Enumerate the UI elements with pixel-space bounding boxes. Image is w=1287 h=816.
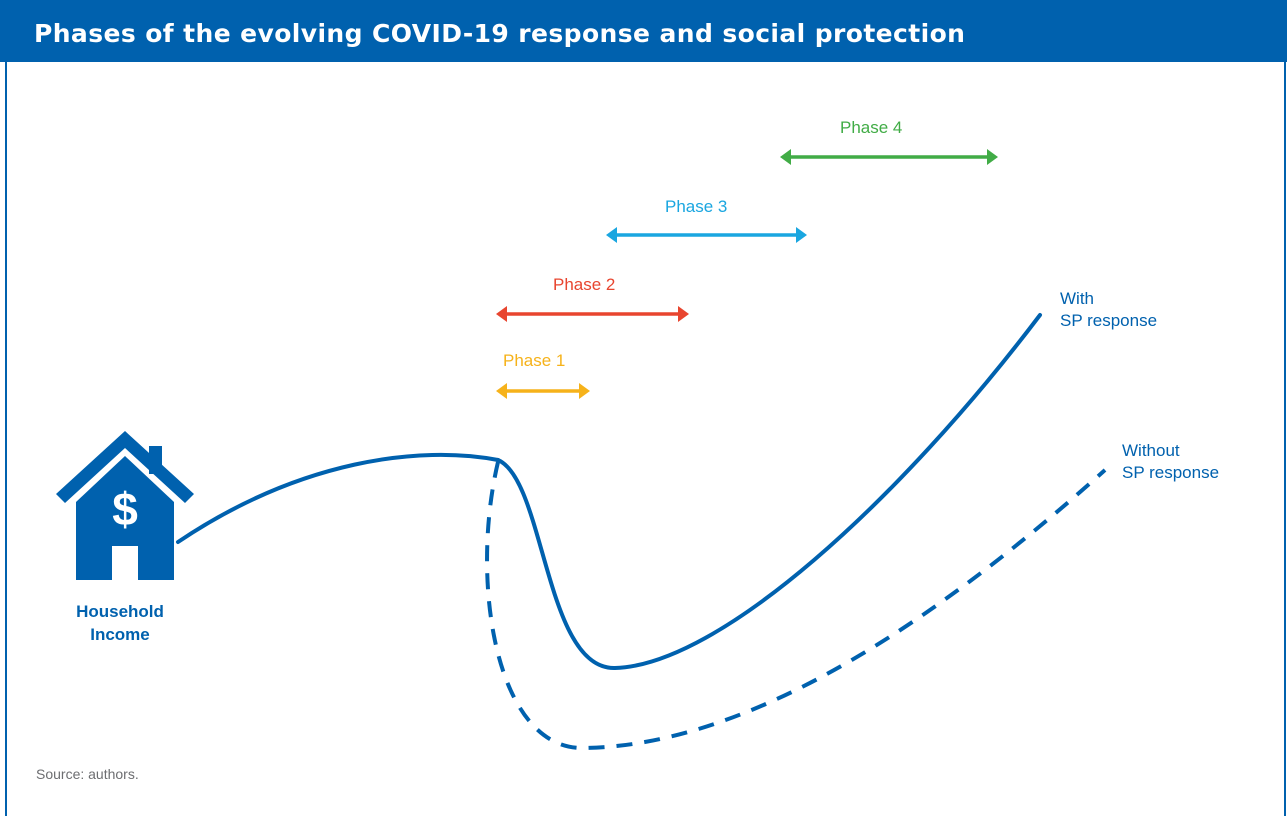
household-income-line2: Income [90,625,150,644]
phase-4-label: Phase 4 [840,118,903,137]
phase-3-arrow [606,227,807,243]
phase-4-arrow [780,149,998,165]
phase-3-label: Phase 3 [665,197,728,216]
source-note: Source: authors. [36,766,139,782]
phase-2-arrow [496,306,689,322]
with-sp-line2: SP response [1060,311,1158,330]
phase-1-arrow [496,383,590,399]
with-sp-line1: With [1060,289,1094,308]
with-sp-response-label: With SP response [1060,288,1157,332]
page-title: Phases of the evolving COVID-19 response… [0,0,1287,62]
household-income-line1: Household [76,602,164,621]
house-dollar-icon: $ [56,431,194,580]
left-frame-border [5,62,7,816]
without-sp-line1: Without [1122,441,1180,460]
without-sp-response-label: Without SP response [1122,440,1219,484]
with-sp-response-curve [496,313,1042,671]
phase-1-label: Phase 1 [503,351,566,370]
dollar-symbol: $ [112,483,138,535]
without-sp-response-curve [485,461,1107,751]
pre-crisis-income-curve [176,452,500,544]
without-sp-line2: SP response [1122,463,1220,482]
household-income-label: Household Income [50,600,190,646]
right-frame-border [1284,62,1286,816]
phase-2-label: Phase 2 [553,275,616,294]
